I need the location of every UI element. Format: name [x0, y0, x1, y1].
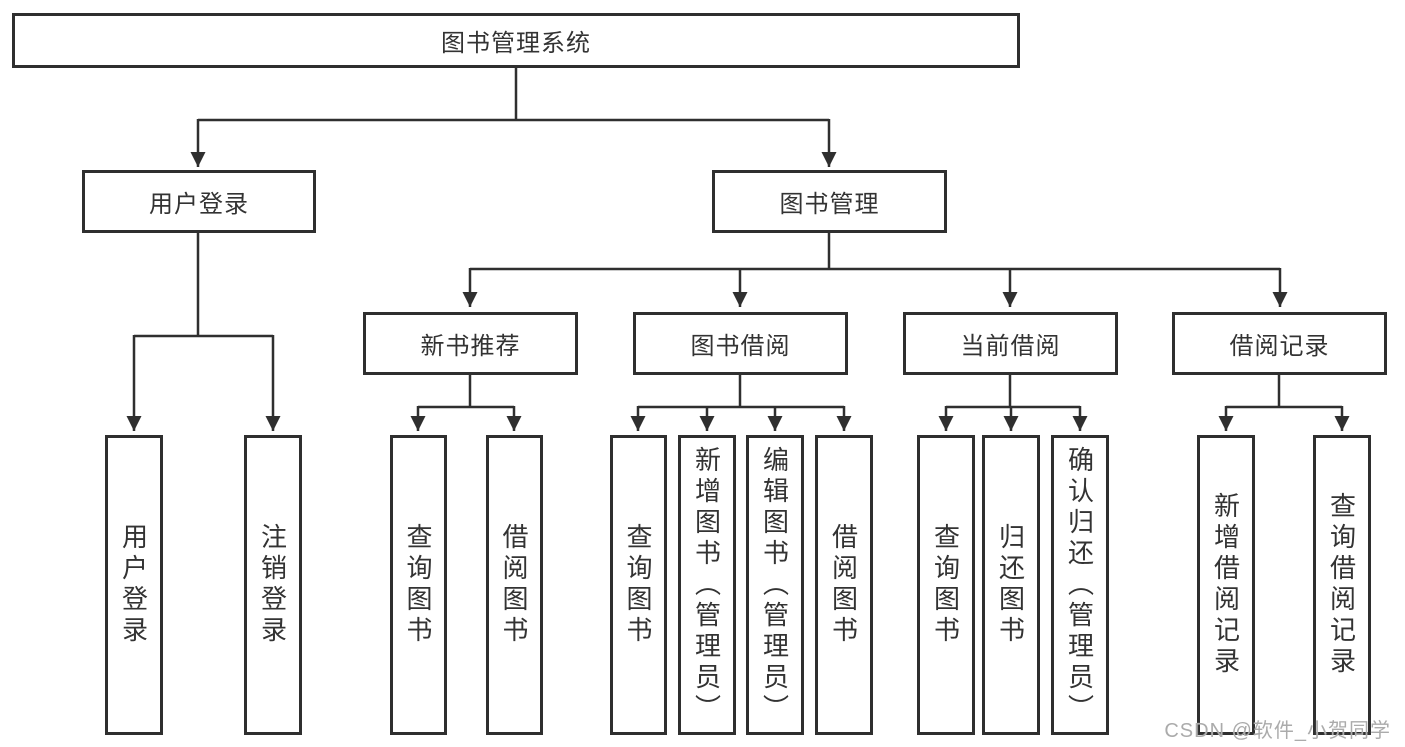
- leaf-query-books-borrow: 查询图书: [610, 435, 667, 735]
- node-label: 查询图书: [403, 523, 433, 647]
- leaf-return-books: 归还图书: [982, 435, 1040, 735]
- watermark: CSDN @软件_小贺同学: [1164, 720, 1391, 742]
- node-label: 确认归还（管理员）: [1064, 445, 1095, 725]
- leaf-query-books-recommend: 查询图书: [390, 435, 447, 735]
- node-label: 图书借阅: [690, 333, 791, 360]
- node-label: 归还图书: [995, 523, 1026, 647]
- node-book-management: 图书管理: [712, 170, 947, 233]
- node-label: 查询借阅记录: [1326, 492, 1357, 678]
- node-label: 借阅图书: [499, 523, 529, 647]
- node-label: 用户登录: [149, 191, 249, 218]
- node-root: 图书管理系统: [12, 13, 1020, 68]
- leaf-query-books-current: 查询图书: [917, 435, 975, 735]
- node-new-book-recommend: 新书推荐: [363, 312, 578, 375]
- leaf-logout: 注销登录: [244, 435, 302, 735]
- node-label: 查询图书: [623, 523, 653, 647]
- node-label: 注销登录: [257, 523, 288, 647]
- leaf-edit-books-admin: 编辑图书（管理员）: [746, 435, 804, 735]
- node-user-login: 用户登录: [82, 170, 316, 233]
- leaf-user-login: 用户登录: [105, 435, 163, 735]
- node-label: 图书管理: [779, 191, 880, 218]
- node-current-borrow: 当前借阅: [903, 312, 1118, 375]
- node-label: 新书推荐: [420, 333, 521, 360]
- leaf-confirm-return-admin: 确认归还（管理员）: [1051, 435, 1109, 735]
- leaf-borrow-books: 借阅图书: [815, 435, 873, 735]
- node-label: 借阅记录: [1229, 333, 1330, 360]
- leaf-add-borrow-record: 新增借阅记录: [1197, 435, 1255, 735]
- leaf-query-borrow-record: 查询借阅记录: [1313, 435, 1371, 735]
- node-label: 当前借阅: [960, 333, 1061, 360]
- node-label: 用户登录: [118, 523, 149, 647]
- node-label: 新增图书（管理员）: [691, 445, 722, 725]
- node-label: 借阅图书: [828, 523, 859, 647]
- leaf-borrow-books-recommend: 借阅图书: [486, 435, 543, 735]
- node-label: 查询图书: [930, 523, 961, 647]
- leaf-add-books-admin: 新增图书（管理员）: [678, 435, 736, 735]
- node-label: 图书管理系统: [441, 30, 591, 57]
- node-label: 新增借阅记录: [1210, 492, 1241, 678]
- node-book-borrow: 图书借阅: [633, 312, 848, 375]
- node-borrow-records: 借阅记录: [1172, 312, 1387, 375]
- node-label: 编辑图书（管理员）: [759, 445, 790, 725]
